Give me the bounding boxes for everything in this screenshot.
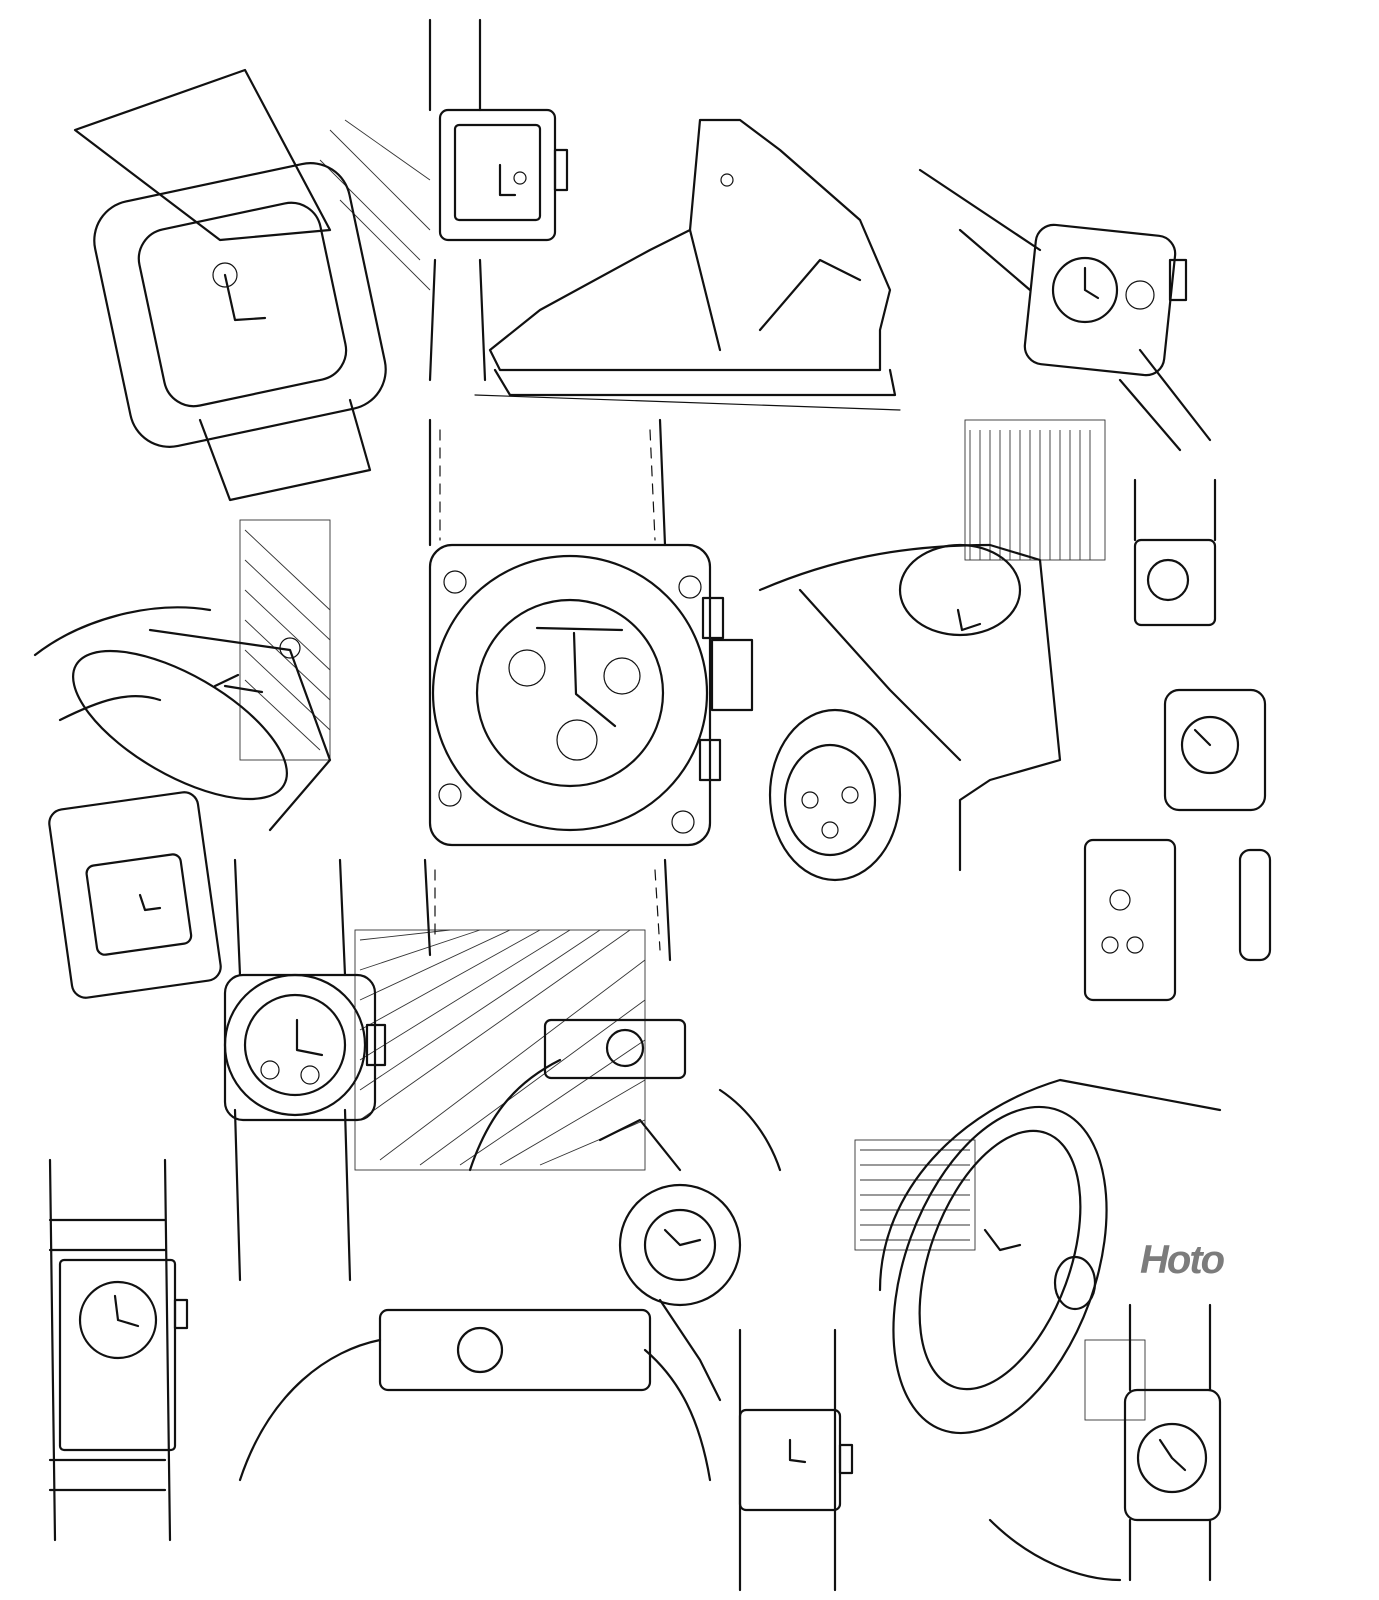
- bangle-watch-center: [468, 1018, 782, 1172]
- rectangular-watch-bottom-left: [48, 1158, 189, 1542]
- square-watch-top-left: [73, 68, 387, 502]
- bangle-watch-bottom: [238, 1308, 712, 1482]
- curved-band-watch-right: [758, 543, 1062, 872]
- high-top-shoe: [474, 118, 901, 411]
- chronograph-center: [423, 418, 754, 962]
- small-square-watch-top: [428, 18, 569, 382]
- hatching-background: [239, 119, 1146, 1421]
- round-watch-middle: [768, 708, 902, 882]
- rectangular-watch-left: [48, 791, 222, 999]
- small-ornate-watch-bottom-right: [1123, 1303, 1222, 1582]
- small-watches-right-column: [1083, 478, 1272, 1002]
- small-square-watch-bottom: [738, 1328, 854, 1592]
- textured-strap-watch-top-right: [918, 168, 1212, 452]
- round-watch-center-left: [223, 858, 387, 1282]
- small-round-watch-lower: [598, 1118, 742, 1402]
- oval-watch-left: [33, 606, 332, 832]
- large-curved-watch-bottom-right: [878, 1078, 1222, 1582]
- artist-signature: Hoto: [1140, 1238, 1225, 1282]
